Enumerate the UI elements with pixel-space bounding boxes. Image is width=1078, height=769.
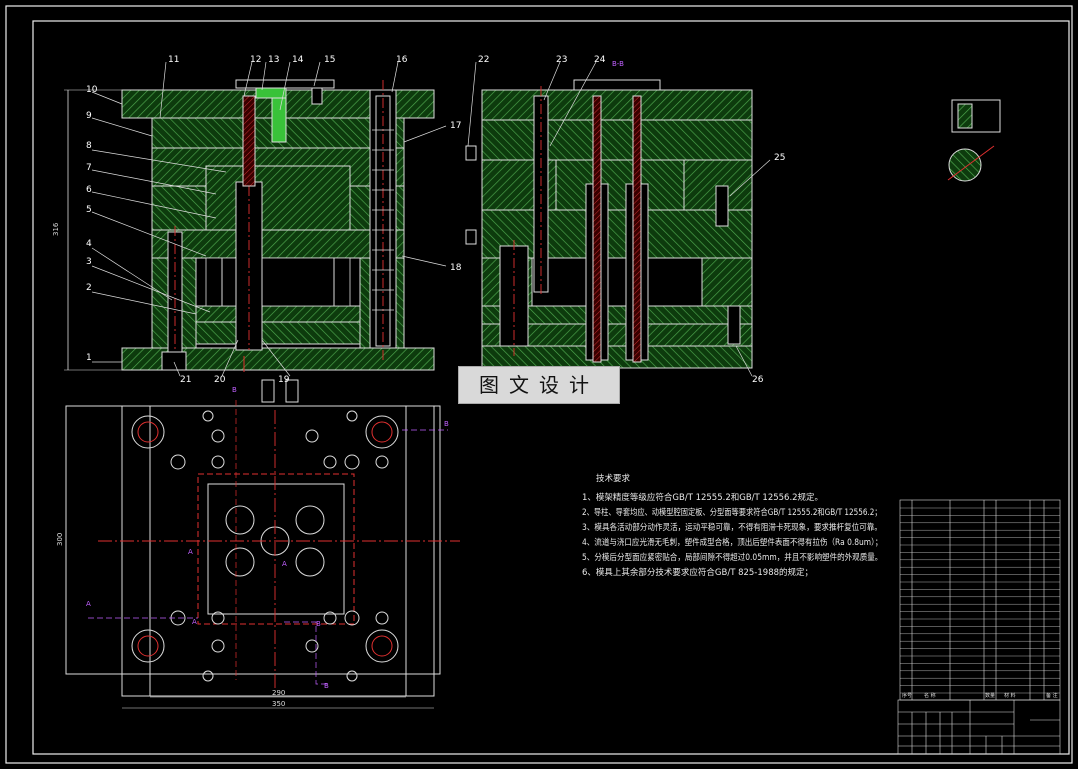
section-mark-a4: A	[282, 560, 287, 568]
technical-note-6: 6、模具上其余部分技术要求应符合GB/T 825-1988的规定；	[582, 568, 814, 578]
technical-note-3: 3、模具各活动部分动作灵活，运动平稳可靠，不得有阻滞卡死现象，要求推杆复位可靠。	[582, 523, 882, 533]
section-mark-b4: B	[444, 420, 449, 428]
section-mark-a3: A	[192, 618, 197, 626]
part-label-11: 11	[168, 55, 179, 65]
part-label-7: 7	[86, 163, 92, 173]
outer-frame	[5, 5, 1073, 764]
part-label-1: 1	[86, 353, 92, 363]
bom-header-material: 材 料	[1004, 692, 1016, 699]
part-label-6: 6	[86, 185, 92, 195]
technical-notes-title: 技术要求	[596, 474, 631, 484]
dim-plan-outer-width: 350	[272, 700, 285, 708]
technical-note-4: 4、流道与浇口应光滑无毛刺，塑件成型合格，顶出后塑件表面不得有拉伤（Ra 0.8…	[582, 538, 883, 548]
technical-note-2: 2、导柱、导套均应、动模型腔固定板、分型面等要求符合GB/T 12555.2和G…	[582, 508, 882, 518]
bom-header-qty: 数量	[985, 692, 995, 699]
part-label-17: 17	[450, 121, 461, 131]
part-label-22: 22	[478, 55, 489, 65]
part-label-21: 21	[180, 375, 191, 385]
part-label-15: 15	[324, 55, 335, 65]
leader-lines	[91, 61, 771, 377]
section-mark-b1: B	[232, 386, 237, 394]
section-mark-b2: B	[316, 620, 321, 628]
section-mark-b3: B	[324, 682, 329, 690]
title-block	[897, 699, 1061, 755]
section-title: B-B	[612, 60, 624, 68]
part-label-23: 23	[556, 55, 567, 65]
part-label-4: 4	[86, 239, 92, 249]
bom-header-no: 序号	[902, 692, 912, 699]
part-label-9: 9	[86, 111, 92, 121]
part-labels: 1 2 3 4 5 6 7 8 9 10 11 12 13 14 15 16 1…	[86, 55, 785, 385]
section-mark-a2: A	[86, 600, 91, 608]
technical-note-5: 5、分模后分型面应紧密贴合，局部间隙不得超过0.05mm，并且不影响塑件的外观质…	[582, 553, 883, 563]
front-section-view: 3 1 6	[52, 79, 435, 403]
technical-note-1: 1、模架精度等级应符合GB/T 12555.2和GB/T 12556.2规定。	[582, 493, 824, 503]
technical-notes: 技术要求 1、模架精度等级应符合GB/T 12555.2和GB/T 12556.…	[582, 472, 882, 581]
part-label-20: 20	[214, 375, 226, 385]
part-label-18: 18	[450, 263, 462, 273]
side-section-view: B-B	[465, 60, 753, 369]
bom-header-name: 名 称	[924, 692, 936, 699]
bom-rows	[900, 507, 1060, 694]
part-label-2: 2	[86, 283, 92, 293]
part-label-8: 8	[86, 141, 92, 151]
watermark-label: 图文设计	[458, 366, 620, 404]
dim-plan-inner-width: 290	[272, 689, 285, 697]
part-label-25: 25	[774, 153, 785, 163]
part-label-12: 12	[250, 55, 261, 65]
bom-header-remark: 备 注	[1046, 692, 1058, 699]
part-label-24: 24	[594, 55, 606, 65]
part-label-14: 14	[292, 55, 304, 65]
part-label-13: 13	[268, 55, 279, 65]
section-mark-a1: A	[188, 548, 193, 556]
dim-plan-height: 300	[56, 533, 64, 546]
bom-header: 序号 名 称 数量 材 料 备 注	[902, 692, 1058, 699]
part-label-16: 16	[396, 55, 408, 65]
inner-frame	[32, 20, 1070, 755]
dim-front-height: 316	[52, 222, 60, 236]
part-label-26: 26	[752, 375, 764, 385]
part-label-19: 19	[278, 375, 290, 385]
part-label-3: 3	[86, 257, 92, 267]
part-label-5: 5	[86, 205, 92, 215]
part-label-10: 10	[86, 85, 98, 95]
detail-view	[947, 99, 1001, 182]
plan-view: 300 290 350 B A A A A B B B	[56, 386, 460, 709]
